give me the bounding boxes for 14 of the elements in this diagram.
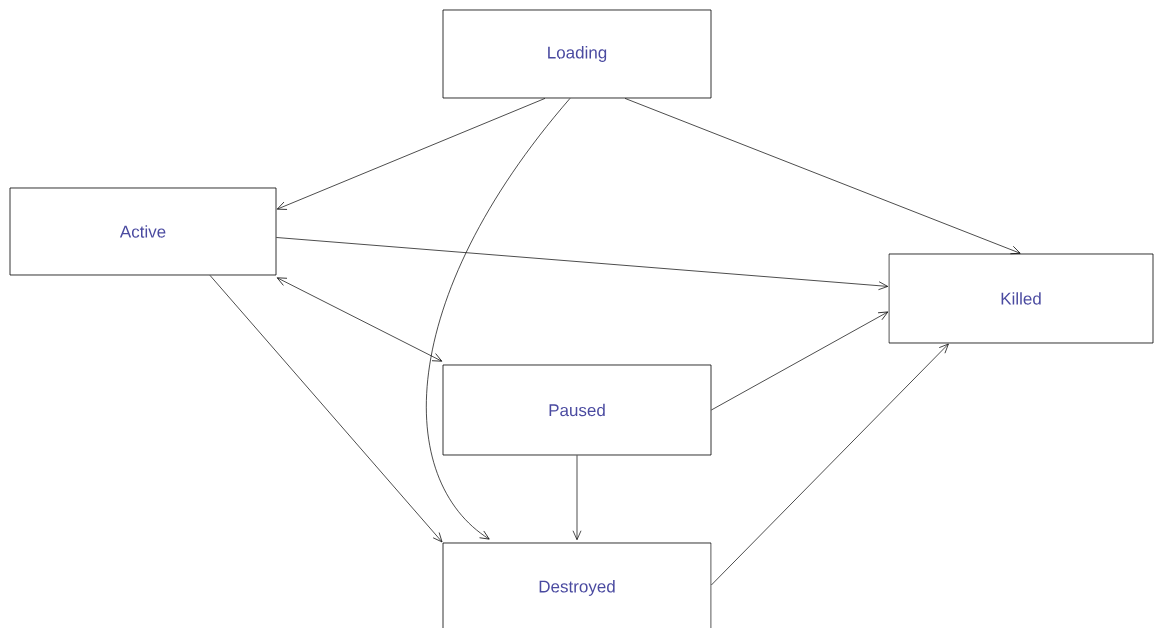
state-box: Active [9, 187, 277, 276]
arrow [425, 98, 571, 540]
arrow [624, 98, 1021, 255]
state-box: Destroyed [442, 542, 712, 628]
state-box: Loading [442, 9, 712, 99]
state-box: Killed [888, 253, 1154, 344]
arrow [572, 455, 582, 541]
arrow [276, 277, 443, 362]
state-box: Paused [442, 364, 712, 456]
arrow [276, 237, 889, 291]
arrow [711, 343, 949, 586]
arrow [711, 311, 889, 411]
arrow [209, 275, 443, 543]
arrow [276, 98, 546, 210]
